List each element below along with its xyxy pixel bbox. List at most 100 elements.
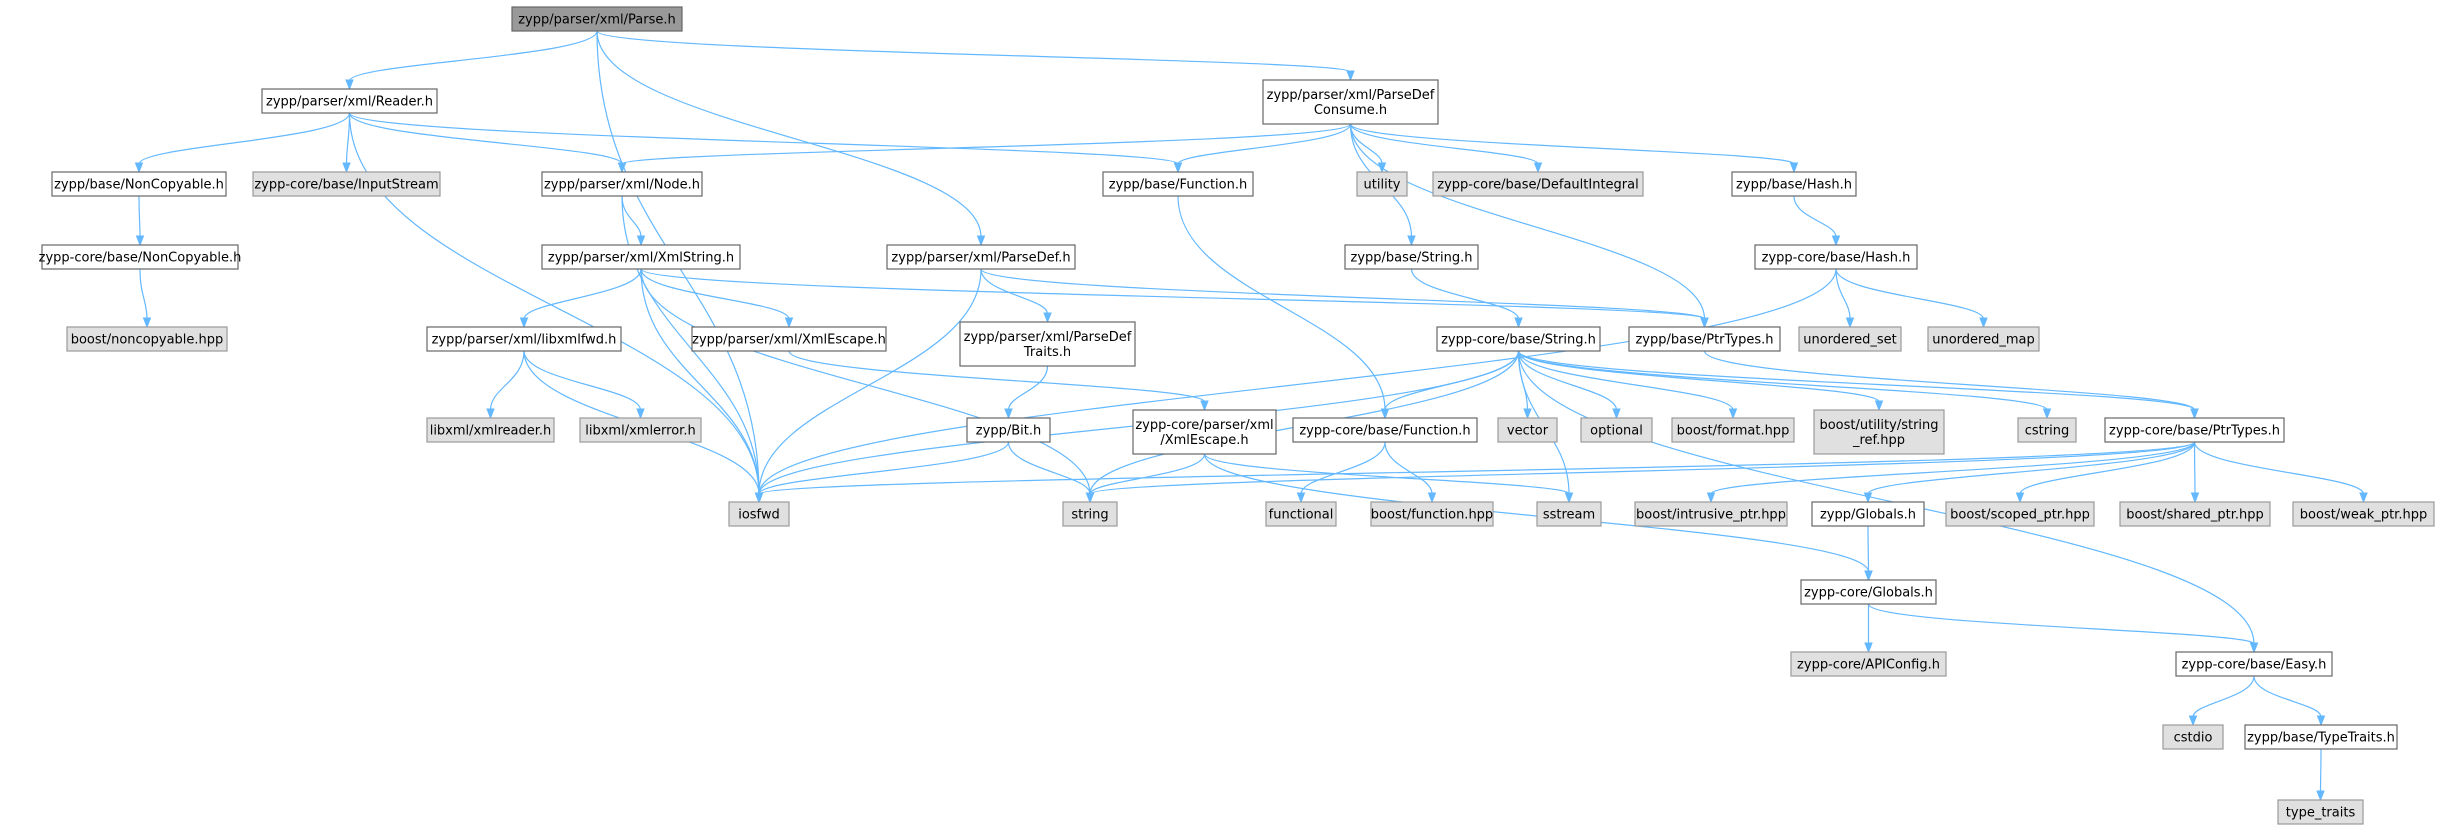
dependency-edge <box>1349 123 1539 165</box>
dependency-edge <box>1793 195 1837 238</box>
node-label: zypp/base/NonCopyable.h <box>54 178 224 193</box>
graph-node-hash-h[interactable]: zypp/base/Hash.h <box>1731 171 1857 197</box>
node-label: iosfwd <box>738 508 780 523</box>
dependency-edge <box>2193 441 2365 495</box>
graph-node-boost-string-ref: boost/utility/string_ref.hpp <box>1813 409 1945 455</box>
edge-arrowhead <box>1200 400 1209 412</box>
dependency-edge <box>640 268 1706 320</box>
node-box <box>1132 409 1277 455</box>
edge-arrowhead <box>1789 162 1799 174</box>
graph-node-core-hash-h[interactable]: zypp-core/base/Hash.h <box>1754 244 1918 270</box>
node-label: libxml/xmlreader.h <box>430 424 552 439</box>
node-label: unordered_map <box>1932 333 2035 348</box>
graph-node-boost-function: boost/function.hpp <box>1370 501 1494 527</box>
graph-node-core-string-h[interactable]: zypp-core/base/String.h <box>1436 326 1601 352</box>
edge-arrowhead <box>2188 715 2198 727</box>
node-box <box>1798 326 1902 352</box>
dependency-edge <box>980 268 1706 320</box>
edge-arrowhead <box>2249 642 2259 654</box>
dependency-edge <box>1349 123 1706 320</box>
node-box <box>691 326 887 352</box>
dependency-edge <box>1203 453 1570 495</box>
node-label: zypp/parser/xml/Reader.h <box>266 95 433 110</box>
dependency-edge <box>1835 268 1851 320</box>
node-box <box>511 6 683 32</box>
node-box <box>2119 501 2271 527</box>
graph-node-core-globals-h[interactable]: zypp-core/Globals.h <box>1800 579 1937 605</box>
graph-node-libxmlfwd-h[interactable]: zypp/parser/xml/libxmlfwd.h <box>426 326 622 352</box>
edge-arrowhead <box>142 317 152 329</box>
dependency-edge <box>2019 441 2196 495</box>
graph-node-easy-h[interactable]: zypp-core/base/Easy.h <box>2175 651 2333 677</box>
dependency-edge <box>1007 441 1091 495</box>
edge-arrowhead <box>976 235 986 247</box>
graph-node-core-xmlescape-h[interactable]: zypp-core/parser/xml/XmlEscape.h <box>1132 409 1277 455</box>
dependency-edge <box>758 441 1010 495</box>
node-label: type_traits <box>2286 806 2356 821</box>
edge-arrowhead <box>519 317 529 329</box>
node-label: vector <box>1507 424 1549 439</box>
node-label: zypp/parser/xml/XmlEscape.h <box>692 333 886 348</box>
node-box <box>541 244 741 270</box>
node-box <box>541 171 703 197</box>
graph-node-parsedef-h[interactable]: zypp/parser/xml/ParseDef.h <box>886 244 1076 270</box>
graph-node-parse-h[interactable]: zypp/parser/xml/Parse.h <box>511 6 683 32</box>
graph-node-bit-h[interactable]: zypp/Bit.h <box>966 417 1051 443</box>
dependency-edge <box>523 350 642 411</box>
node-box <box>1497 417 1558 443</box>
graph-node-base-noncopyable[interactable]: zypp/base/NonCopyable.h <box>51 171 227 197</box>
graph-node-reader-h[interactable]: zypp/parser/xml/Reader.h <box>261 88 438 114</box>
graph-node-typetraits-h[interactable]: zypp/base/TypeTraits.h <box>2244 724 2398 750</box>
edge-arrowhead <box>1706 492 1716 504</box>
dependency-edge <box>1867 441 2196 495</box>
graph-node-boost-noncopyable: boost/noncopyable.hpp <box>66 326 228 352</box>
graph-node-core-ptrtypes-h[interactable]: zypp-core/base/PtrTypes.h <box>2104 417 2285 443</box>
node-box <box>1634 501 1788 527</box>
graph-node-xmlstring-h[interactable]: zypp/parser/xml/XmlString.h <box>541 244 741 270</box>
edge-arrowhead <box>1845 317 1855 329</box>
edge-arrowhead <box>1523 408 1532 420</box>
graph-node-sstream: sstream <box>1536 501 1602 527</box>
graph-node-cstdio: cstdio <box>2162 724 2224 750</box>
node-box <box>966 417 1051 443</box>
graph-node-vector: vector <box>1497 417 1558 443</box>
node-box <box>886 244 1076 270</box>
graph-node-core-function-h[interactable]: zypp-core/base/Function.h <box>1292 417 1478 443</box>
graph-node-defaultintegral: zypp-core/base/DefaultIntegral <box>1432 171 1644 197</box>
edge-arrowhead <box>617 162 627 174</box>
edge-arrowhead <box>1864 642 1873 654</box>
graph-node-function-h[interactable]: zypp/base/Function.h <box>1102 171 1254 197</box>
graph-node-utility: utility <box>1356 171 1408 197</box>
graph-node-xmlescape-h[interactable]: zypp/parser/xml/XmlEscape.h <box>691 326 887 352</box>
graph-node-ptrtypes-h[interactable]: zypp/base/PtrTypes.h <box>1628 326 1781 352</box>
edge-arrowhead <box>2359 492 2368 504</box>
dependency-edge <box>489 350 525 411</box>
node-box <box>1265 501 1337 527</box>
edge-arrowhead <box>1700 317 1709 329</box>
dependency-edge <box>2193 441 2196 495</box>
node-label: zypp-core/base/InputStream <box>254 178 438 193</box>
dependency-edge <box>1177 123 1352 165</box>
dependency-edge <box>621 123 1352 165</box>
node-box <box>1344 244 1479 270</box>
edge-arrowhead <box>784 317 794 329</box>
dependency-edge <box>1517 350 1618 411</box>
dependency-edge <box>138 112 351 165</box>
graph-node-core-noncopyable[interactable]: zypp-core/base/NonCopyable.h <box>39 244 242 270</box>
node-box <box>1754 244 1918 270</box>
graph-node-node-h[interactable]: zypp/parser/xml/Node.h <box>541 171 703 197</box>
edge-arrowhead <box>1004 408 1013 420</box>
node-box <box>579 417 702 443</box>
node-label: zypp-core/base/Hash.h <box>1762 251 1911 266</box>
graph-node-globals-h[interactable]: zypp/Globals.h <box>1811 501 1925 527</box>
node-box <box>1800 579 1937 605</box>
node-box <box>252 171 441 197</box>
graph-node-boost-weak: boost/weak_ptr.hpp <box>2292 501 2435 527</box>
graph-node-string-h[interactable]: zypp/base/String.h <box>1344 244 1479 270</box>
dependency-edge <box>2319 748 2322 793</box>
edge-arrowhead <box>134 162 144 174</box>
dependency-edge <box>596 30 1352 73</box>
